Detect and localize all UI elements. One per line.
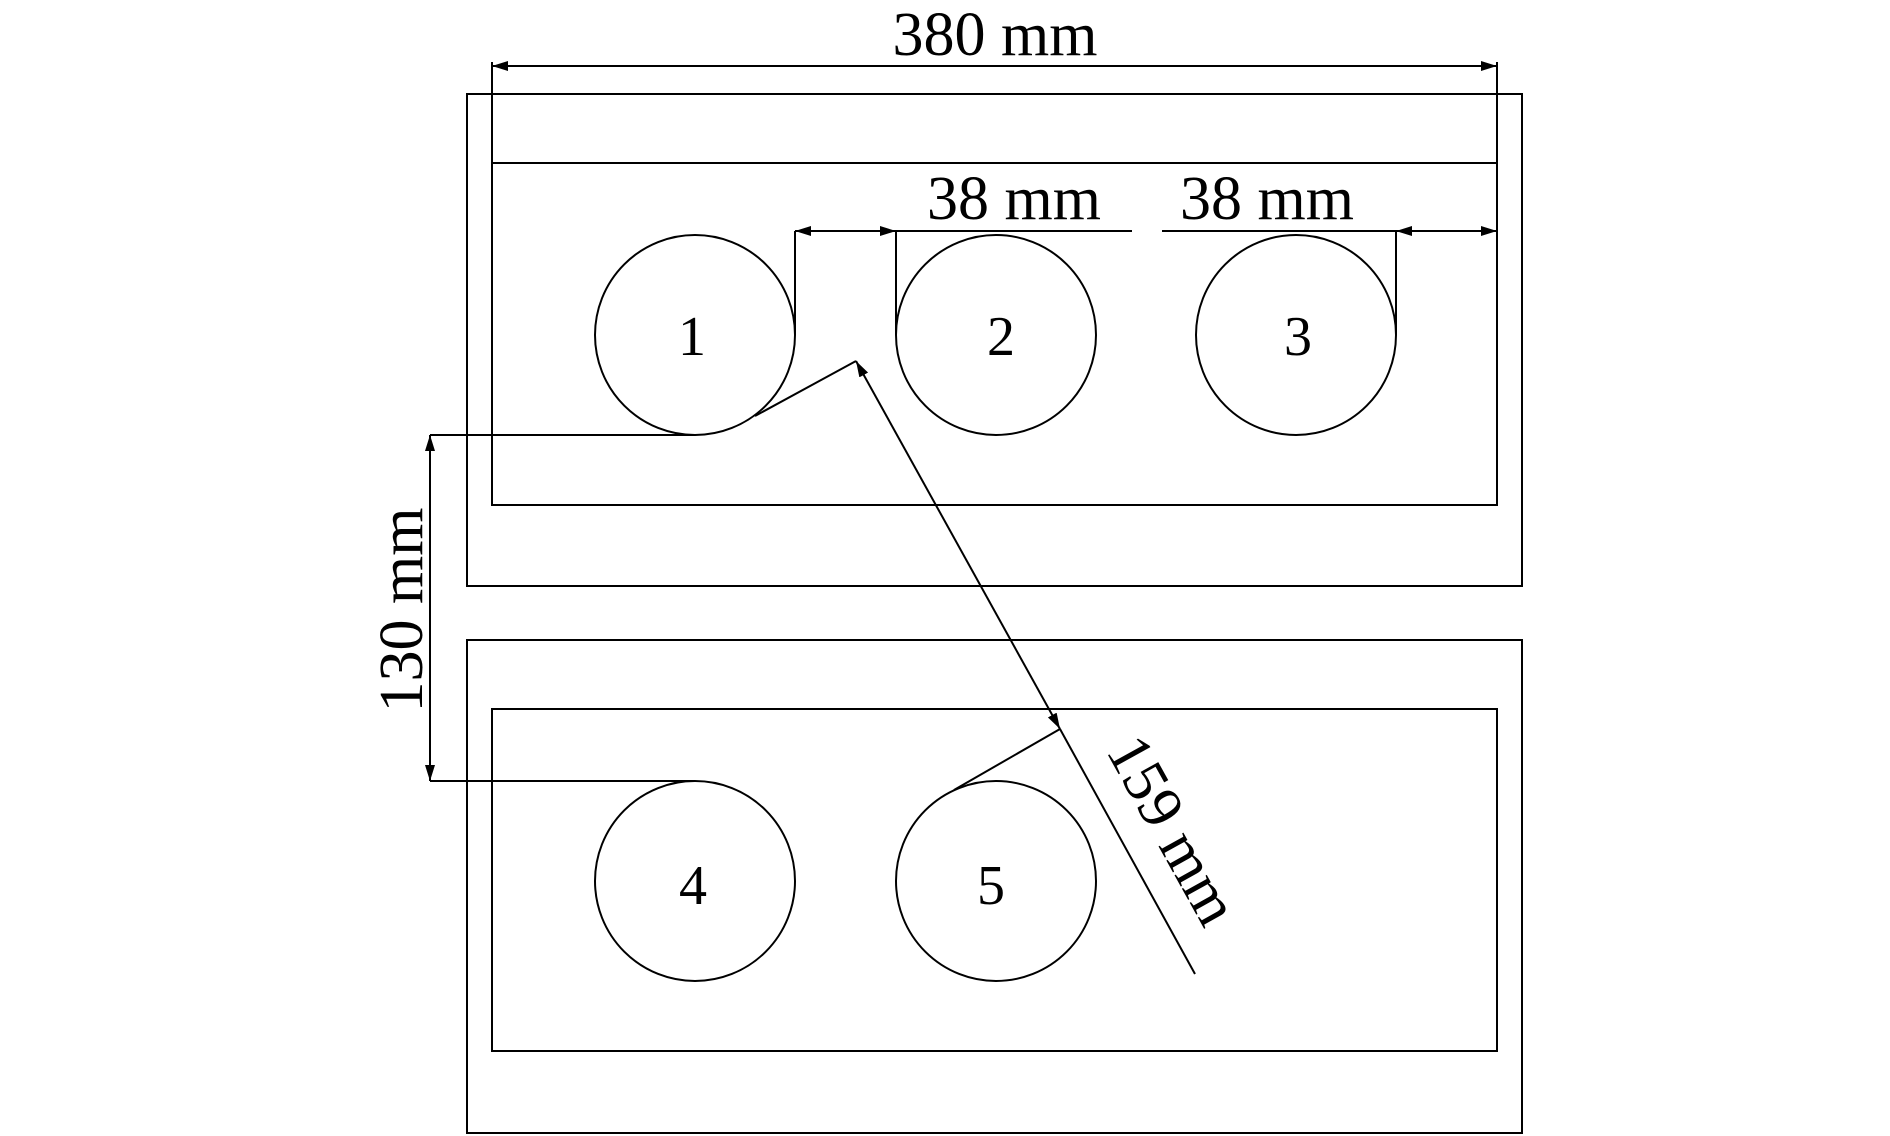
circle-label-1: 1 [678, 306, 706, 368]
leader-diagonal [1059, 728, 1196, 975]
ext-line-diagonal-from-circle-5 [953, 728, 1061, 791]
label-overall-width: 380 mm [893, 1, 1098, 69]
label-spacing-right: 38 mm [1180, 165, 1354, 233]
label-spacing-left: 38 mm [927, 165, 1101, 233]
label-vertical-gap: 130 mm [368, 508, 436, 713]
circle-label-4: 4 [679, 855, 707, 917]
ext-line-diagonal-from-circle-1 [754, 360, 857, 417]
circle-label-3: 3 [1284, 306, 1312, 368]
circle-label-2: 2 [987, 306, 1015, 368]
circle-label-5: 5 [977, 855, 1005, 917]
dim-line-diagonal [855, 360, 1061, 730]
circle-5 [895, 780, 1097, 982]
